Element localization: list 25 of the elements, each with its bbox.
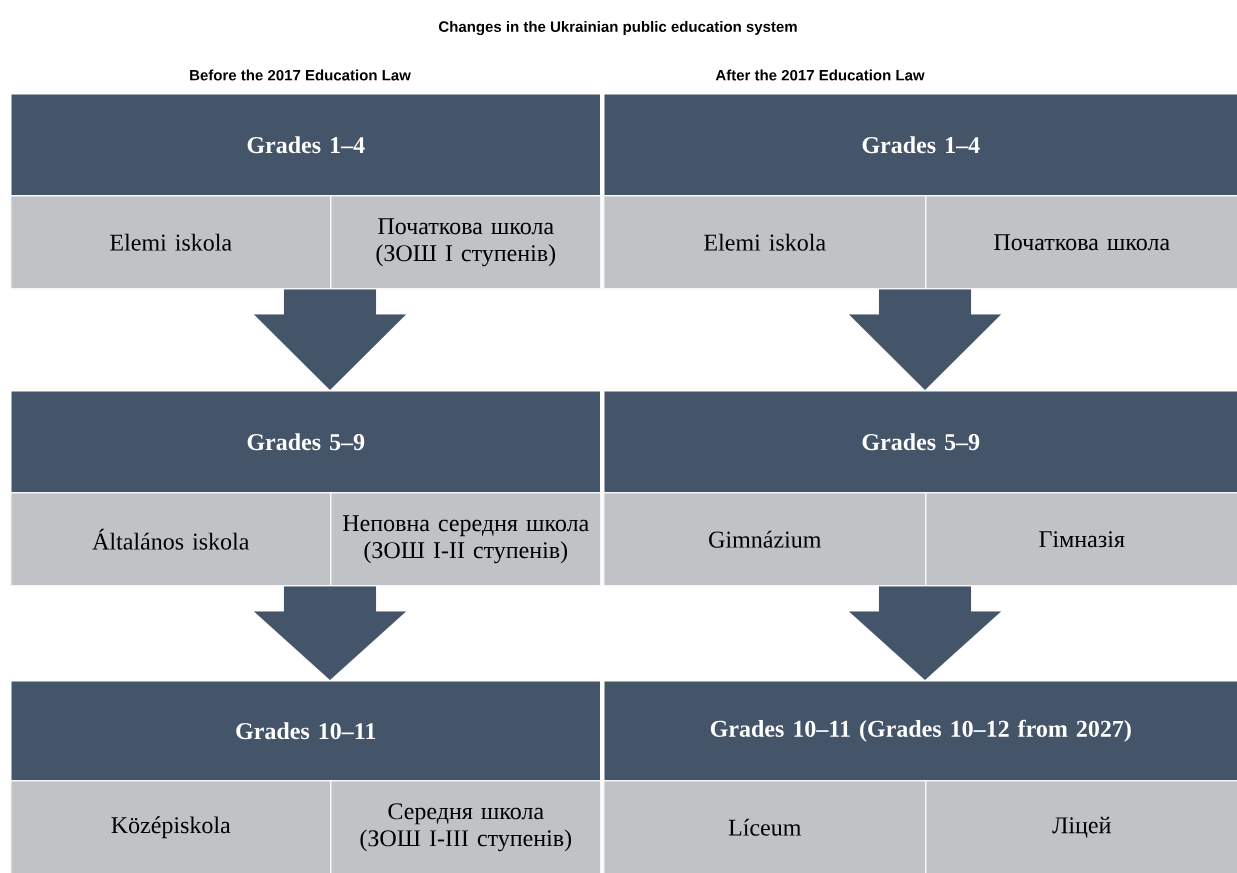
node-label: Líceum [728, 818, 802, 836]
school-cell: Середня школа (ЗОШ I-III ступенів) [330, 780, 602, 873]
header-band: Grades 1–4 [10, 93, 602, 197]
school-cell: Гімназія [925, 492, 1237, 587]
school-cell: Általános iskola [10, 492, 332, 587]
school-cell: Початкова школа [925, 195, 1237, 290]
school-cell: Középiskola [10, 780, 332, 873]
school-cell: Elemi iskola [10, 195, 332, 290]
school-cell: Ліцей [925, 780, 1237, 873]
arrow [848, 289, 1002, 391]
arrow [253, 289, 407, 391]
title: Changes in the Ukrainian public education system [439, 21, 797, 36]
arrow [253, 586, 407, 681]
school-cell: Початкова школа (ЗОШ I ступенів) [330, 195, 602, 290]
school-cell: Gimnázium [603, 492, 927, 587]
header-band: Grades 10–11 (Grades 10–12 from 2027) [603, 680, 1237, 782]
header-band: Grades 1–4 [603, 93, 1237, 197]
node-label: Középiskola [111, 816, 231, 839]
school-cell: Неповна середня школа (ЗОШ I-II ступенів) [330, 492, 602, 587]
header-band: Grades 5–9 [603, 390, 1237, 494]
arrow [848, 586, 1002, 681]
school-cell: Líceum [603, 780, 927, 873]
header-band: Grades 10–11 [10, 680, 602, 782]
school-cell: Elemi iskola [603, 195, 927, 290]
header-band: Grades 5–9 [10, 390, 602, 494]
